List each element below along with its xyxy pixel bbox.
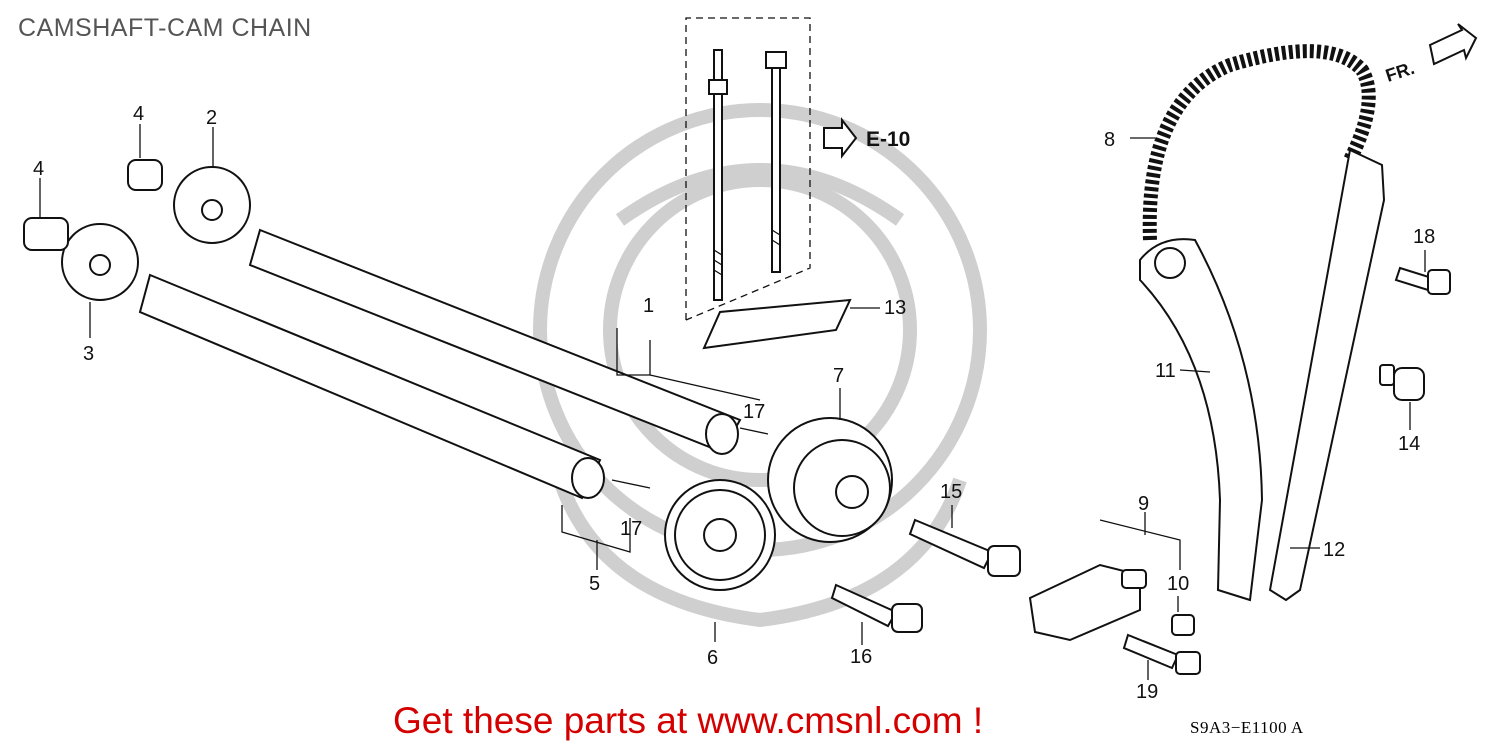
stud-bolts-group xyxy=(685,17,811,321)
bolt-16 xyxy=(830,583,923,633)
bolt-19 xyxy=(1122,633,1201,675)
diagram-code: S9A3−E1100 A xyxy=(1190,718,1304,737)
leader-lines xyxy=(39,124,1426,680)
callout-1[interactable]: 1 xyxy=(643,295,654,317)
callout-3[interactable]: 3 xyxy=(83,343,94,365)
callout-13[interactable]: 13 xyxy=(884,297,906,319)
promo-link[interactable]: Get these parts at www.cmsnl.com ! xyxy=(393,700,984,741)
callout-4b[interactable]: 4 xyxy=(33,158,44,180)
reference-label: E-10 xyxy=(866,128,910,151)
cap-bolt-4b xyxy=(23,217,69,251)
callout-10[interactable]: 10 xyxy=(1167,573,1189,595)
page-title: CAMSHAFT-CAM CHAIN xyxy=(18,14,312,42)
cam-chain xyxy=(1142,44,1376,241)
camshaft-intake xyxy=(248,228,742,455)
pivot-bolt-14 xyxy=(1379,364,1425,401)
direction-label: FR. xyxy=(1383,58,1417,86)
chain-guide xyxy=(1268,148,1386,602)
callout-15[interactable]: 15 xyxy=(940,481,962,503)
cam-sprocket-6 xyxy=(664,479,776,591)
chain-guide-plate xyxy=(702,298,852,350)
callout-17b[interactable]: 17 xyxy=(620,518,642,540)
callout-4a[interactable]: 4 xyxy=(133,103,144,125)
callout-11[interactable]: 11 xyxy=(1155,360,1176,382)
callout-12[interactable]: 12 xyxy=(1323,539,1345,561)
front-direction-arrow: FR. xyxy=(1383,23,1478,86)
cap-bolt-4a xyxy=(127,159,163,191)
callout-8[interactable]: 8 xyxy=(1104,129,1115,151)
callout-6[interactable]: 6 xyxy=(707,647,718,669)
camshaft-pulse-plate-3 xyxy=(61,223,139,301)
callout-5[interactable]: 5 xyxy=(589,573,600,595)
callout-18[interactable]: 18 xyxy=(1413,226,1435,248)
vtc-actuator-7 xyxy=(767,417,893,543)
cam-chain-tensioner xyxy=(1028,563,1147,642)
camshaft-pulse-plate-2 xyxy=(173,166,251,244)
reference-arrow-e10[interactable]: E-10 xyxy=(823,117,910,159)
callout-2[interactable]: 2 xyxy=(206,107,217,129)
tensioner-arm xyxy=(1139,238,1264,602)
callout-9[interactable]: 9 xyxy=(1138,493,1149,515)
callout-17a[interactable]: 17 xyxy=(743,401,765,423)
bolt-18 xyxy=(1394,266,1451,295)
callout-numbers: 4 2 4 3 1 17 17 5 6 7 8 9 10 11 12 13 14… xyxy=(33,103,1435,703)
bolt-15 xyxy=(908,518,1021,577)
camshaft-exhaust xyxy=(138,273,605,500)
callout-7[interactable]: 7 xyxy=(833,365,844,387)
callout-19[interactable]: 19 xyxy=(1136,681,1158,703)
callout-14[interactable]: 14 xyxy=(1398,433,1420,455)
callout-16[interactable]: 16 xyxy=(850,646,872,668)
bolt-10 xyxy=(1171,614,1195,636)
